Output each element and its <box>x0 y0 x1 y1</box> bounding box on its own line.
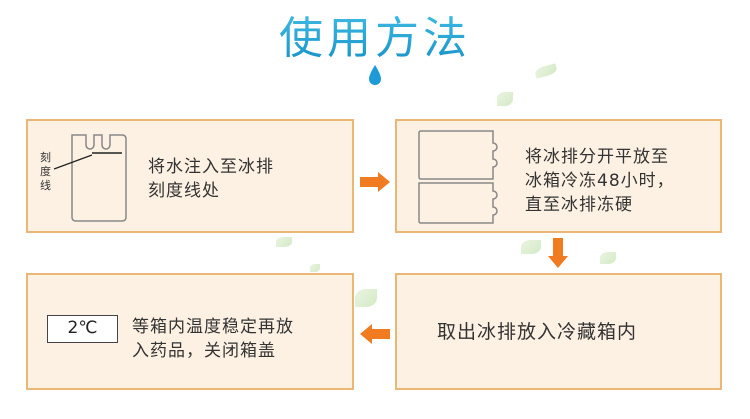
page-title: 使用方法 <box>0 2 750 66</box>
arrow-right-icon <box>360 172 390 192</box>
step-4-card: 2℃ 等箱内温度稳定再放 入药品，关闭箱盖 <box>26 273 354 390</box>
step-3-card: 取出冰排放入冷藏箱内 <box>395 273 722 390</box>
thermometer-display-icon: 2℃ <box>47 315 118 343</box>
decorative-leaf <box>497 92 513 106</box>
arrow-down-icon <box>548 238 568 268</box>
step-3-text: 取出冰排放入冷藏箱内 <box>437 321 638 343</box>
step-2-text: 将冰排分开平放至 冰箱冷冻48小时， 直至冰排冻硬 <box>525 147 675 215</box>
decorative-leaf <box>355 289 377 307</box>
ice-pack-icon <box>53 134 127 222</box>
step-4-text: 等箱内温度稳定再放 入药品，关闭箱盖 <box>132 317 294 361</box>
decorative-leaf <box>276 237 292 247</box>
decorative-leaf <box>600 252 616 264</box>
step-1-text: 将水注入至冰排 刻度线处 <box>148 157 274 201</box>
decorative-leaf <box>310 264 320 272</box>
step-2-card: 将冰排分开平放至 冰箱冷冻48小时， 直至冰排冻硬 <box>395 119 722 233</box>
step-1-card: 刻 度 线 将水注入至冰排 刻度线处 <box>26 119 354 233</box>
scale-label: 刻 度 线 <box>40 151 51 192</box>
arrow-left-icon <box>360 324 390 344</box>
ice-packs-stacked-icon <box>418 130 498 224</box>
water-drop-icon <box>369 65 381 85</box>
decorative-leaf <box>521 240 541 254</box>
